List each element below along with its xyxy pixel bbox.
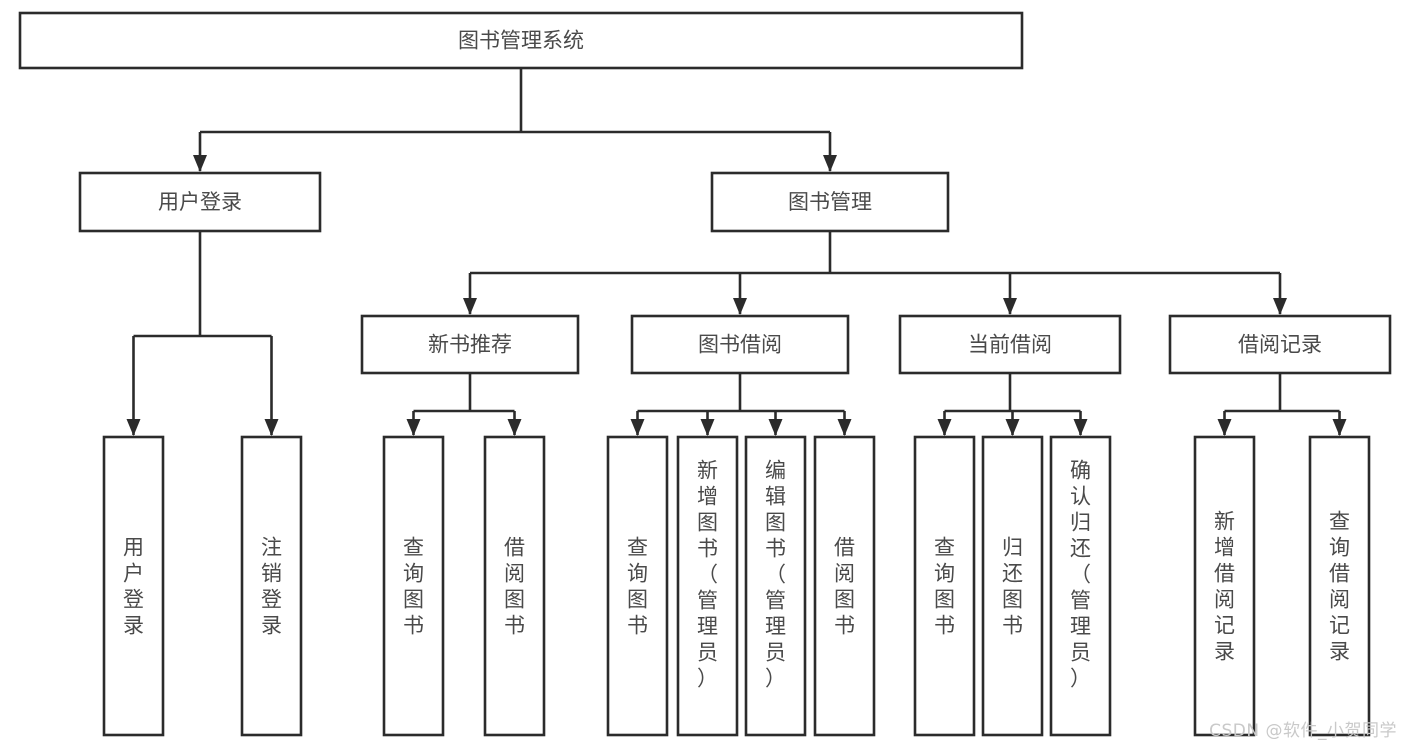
node-label: 查询借阅记录 [1329,509,1350,663]
arrowhead [1073,419,1088,436]
node-level3-3-借阅记录[interactable]: 借阅记录 [1168,314,1392,375]
arrowhead [1273,298,1287,315]
node-leaf-7-借阅图书[interactable]: 借阅图书 [813,435,876,737]
node-label: 图书借阅 [698,333,782,357]
node-box [1308,435,1371,737]
node-leaf-6-编辑图书管理员[interactable]: 编辑图书（管理员） [744,435,807,737]
node-label: 查询图书 [627,535,648,637]
node-box [606,435,669,737]
node-leaf-11-新增借阅记录[interactable]: 新增借阅记录 [1193,435,1256,737]
node-box [676,435,739,737]
arrowhead [406,419,421,436]
node-level2-0-用户登录[interactable]: 用户登录 [78,171,322,233]
node-level3-0-新书推荐[interactable]: 新书推荐 [360,314,580,375]
node-layer: 图书管理系统用户登录图书管理新书推荐图书借阅当前借阅借阅记录用户登录注销登录查询… [18,11,1392,737]
arrowhead [1332,419,1347,436]
arrowhead [768,419,783,436]
arrowhead [126,419,141,436]
arrowhead [507,419,522,436]
arrowhead [193,155,207,172]
node-label: 查询图书 [934,535,955,637]
node-box [710,171,950,233]
node-label: 用户登录 [158,190,242,214]
node-leaf-4-查询图书[interactable]: 查询图书 [606,435,669,737]
node-label: 新增借阅记录 [1214,509,1235,663]
arrowhead [1005,419,1020,436]
arrowhead [1003,298,1017,315]
node-label: 用户登录 [123,535,144,637]
node-leaf-5-新增图书管理员[interactable]: 新增图书（管理员） [676,435,739,737]
node-leaf-9-归还图书[interactable]: 归还图书 [981,435,1044,737]
node-box [360,314,580,375]
node-label: 当前借阅 [968,333,1052,357]
node-leaf-2-查询图书[interactable]: 查询图书 [382,435,445,737]
node-box [18,11,1024,70]
node-box [1049,435,1112,737]
node-leaf-12-查询借阅记录[interactable]: 查询借阅记录 [1308,435,1371,737]
arrowhead [264,419,279,436]
node-box [981,435,1044,737]
node-box [898,314,1122,375]
node-box [1193,435,1256,737]
node-label: 借阅图书 [834,535,855,637]
arrowhead [837,419,852,436]
node-box [744,435,807,737]
node-box [102,435,165,737]
arrowhead [700,419,715,436]
node-box [913,435,976,737]
node-label: 新增图书（管理员） [697,458,718,690]
node-leaf-3-借阅图书[interactable]: 借阅图书 [483,435,546,737]
arrowhead [823,155,837,172]
node-leaf-10-确认归还管理员[interactable]: 确认归还（管理员） [1049,435,1112,737]
arrowhead [630,419,645,436]
arrowhead [1217,419,1232,436]
node-level3-2-当前借阅[interactable]: 当前借阅 [898,314,1122,375]
connector-layer [126,68,1347,436]
node-box [382,435,445,737]
node-box [630,314,850,375]
node-label: 查询图书 [403,535,424,637]
node-label: 编辑图书（管理员） [765,458,786,690]
node-leaf-1-注销登录[interactable]: 注销登录 [240,435,303,737]
node-box [78,171,322,233]
node-box [1168,314,1392,375]
node-leaf-8-查询图书[interactable]: 查询图书 [913,435,976,737]
node-box [813,435,876,737]
arrowhead [937,419,952,436]
node-level2-1-图书管理[interactable]: 图书管理 [710,171,950,233]
node-label: 图书管理系统 [458,29,584,53]
arrowhead [733,298,747,315]
node-label: 注销登录 [261,535,282,637]
node-label: 图书管理 [788,190,872,214]
node-level3-1-图书借阅[interactable]: 图书借阅 [630,314,850,375]
node-leaf-0-用户登录[interactable]: 用户登录 [102,435,165,737]
arrowhead [463,298,477,315]
node-label: 确认归还（管理员） [1070,458,1091,690]
node-label: 新书推荐 [428,333,512,357]
node-label: 归还图书 [1002,535,1023,637]
node-label: 借阅图书 [504,535,525,637]
node-root-0-图书管理系统[interactable]: 图书管理系统 [18,11,1024,70]
node-box [483,435,546,737]
node-label: 借阅记录 [1238,333,1322,357]
node-box [240,435,303,737]
